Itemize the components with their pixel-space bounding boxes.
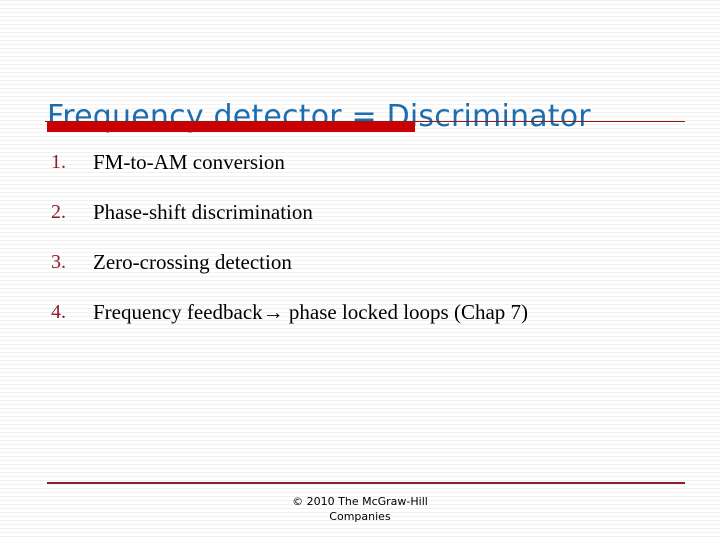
list-item-marker: 4.: [51, 301, 66, 323]
list-item-marker: 2.: [51, 201, 66, 223]
list-item-label: Phase-shift discrimination: [93, 200, 313, 224]
title-hairline-divider: [45, 121, 685, 122]
list-item: 1. FM-to-AM conversion: [47, 146, 687, 196]
numbered-list: 1. FM-to-AM conversion 2. Phase-shift di…: [47, 146, 687, 346]
list-item: 2. Phase-shift discrimination: [47, 196, 687, 246]
list-item-label: FM-to-AM conversion: [93, 150, 285, 174]
list-item-marker: 1.: [51, 151, 66, 173]
footer-copyright-line-1: © 2010 The McGraw-Hill: [292, 495, 428, 508]
footer-copyright: © 2010 The McGraw-Hill Companies: [0, 494, 720, 524]
list-item-label: Zero-crossing detection: [93, 250, 292, 274]
title-accent-bar: [47, 122, 415, 132]
footer-copyright-line-2: Companies: [329, 510, 391, 523]
footer-divider: [47, 482, 685, 484]
list-item: 3. Zero-crossing detection: [47, 246, 687, 296]
list-item: 4. Frequency feedback→ phase locked loop…: [47, 296, 687, 346]
list-item-marker: 3.: [51, 251, 66, 273]
list-item-label: Frequency feedback→ phase locked loops (…: [93, 300, 529, 324]
